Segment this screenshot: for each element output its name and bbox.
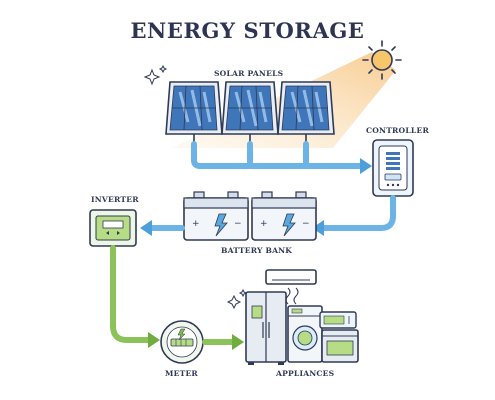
page-title: ENERGY STORAGE <box>130 18 365 43</box>
label-solar-panels: SOLAR PANELS <box>214 69 284 78</box>
sparkle-icon <box>143 64 168 86</box>
battery-1: + − <box>183 191 249 241</box>
svg-text:+: + <box>260 219 268 229</box>
solar-panel-1 <box>165 81 223 144</box>
lightning-bolt-icon <box>282 213 296 237</box>
refrigerator-icon <box>245 291 287 365</box>
flow-controller-to-battery <box>312 195 396 236</box>
sun-icon <box>362 40 402 80</box>
label-inverter: INVERTER <box>91 195 139 204</box>
svg-text:−: − <box>302 219 310 229</box>
air-conditioner-icon <box>265 269 317 305</box>
svg-text:−: − <box>234 219 242 229</box>
label-appliances: APPLIANCES <box>276 369 335 378</box>
inverter-device <box>89 209 137 247</box>
label-battery-bank: BATTERY BANK <box>221 246 293 255</box>
label-controller: CONTROLLER <box>366 126 429 135</box>
svg-text:+: + <box>192 219 200 229</box>
flow-battery-to-inverter <box>140 220 185 236</box>
lightning-bolt-icon <box>214 213 228 237</box>
label-meter: METER <box>165 369 198 378</box>
flow-inverter-to-meter <box>110 245 160 348</box>
solar-panel-3 <box>277 81 335 144</box>
stove-icon <box>321 329 359 363</box>
sparkle-icon <box>226 288 248 310</box>
controller-device <box>372 139 414 197</box>
meter-device <box>160 320 204 364</box>
solar-panel-2 <box>221 81 279 144</box>
battery-2: + − <box>251 191 317 241</box>
flow-panels-to-controller <box>191 141 372 174</box>
washing-machine-icon <box>287 305 323 363</box>
microwave-icon <box>319 311 357 329</box>
flow-meter-to-appliances <box>202 334 244 350</box>
